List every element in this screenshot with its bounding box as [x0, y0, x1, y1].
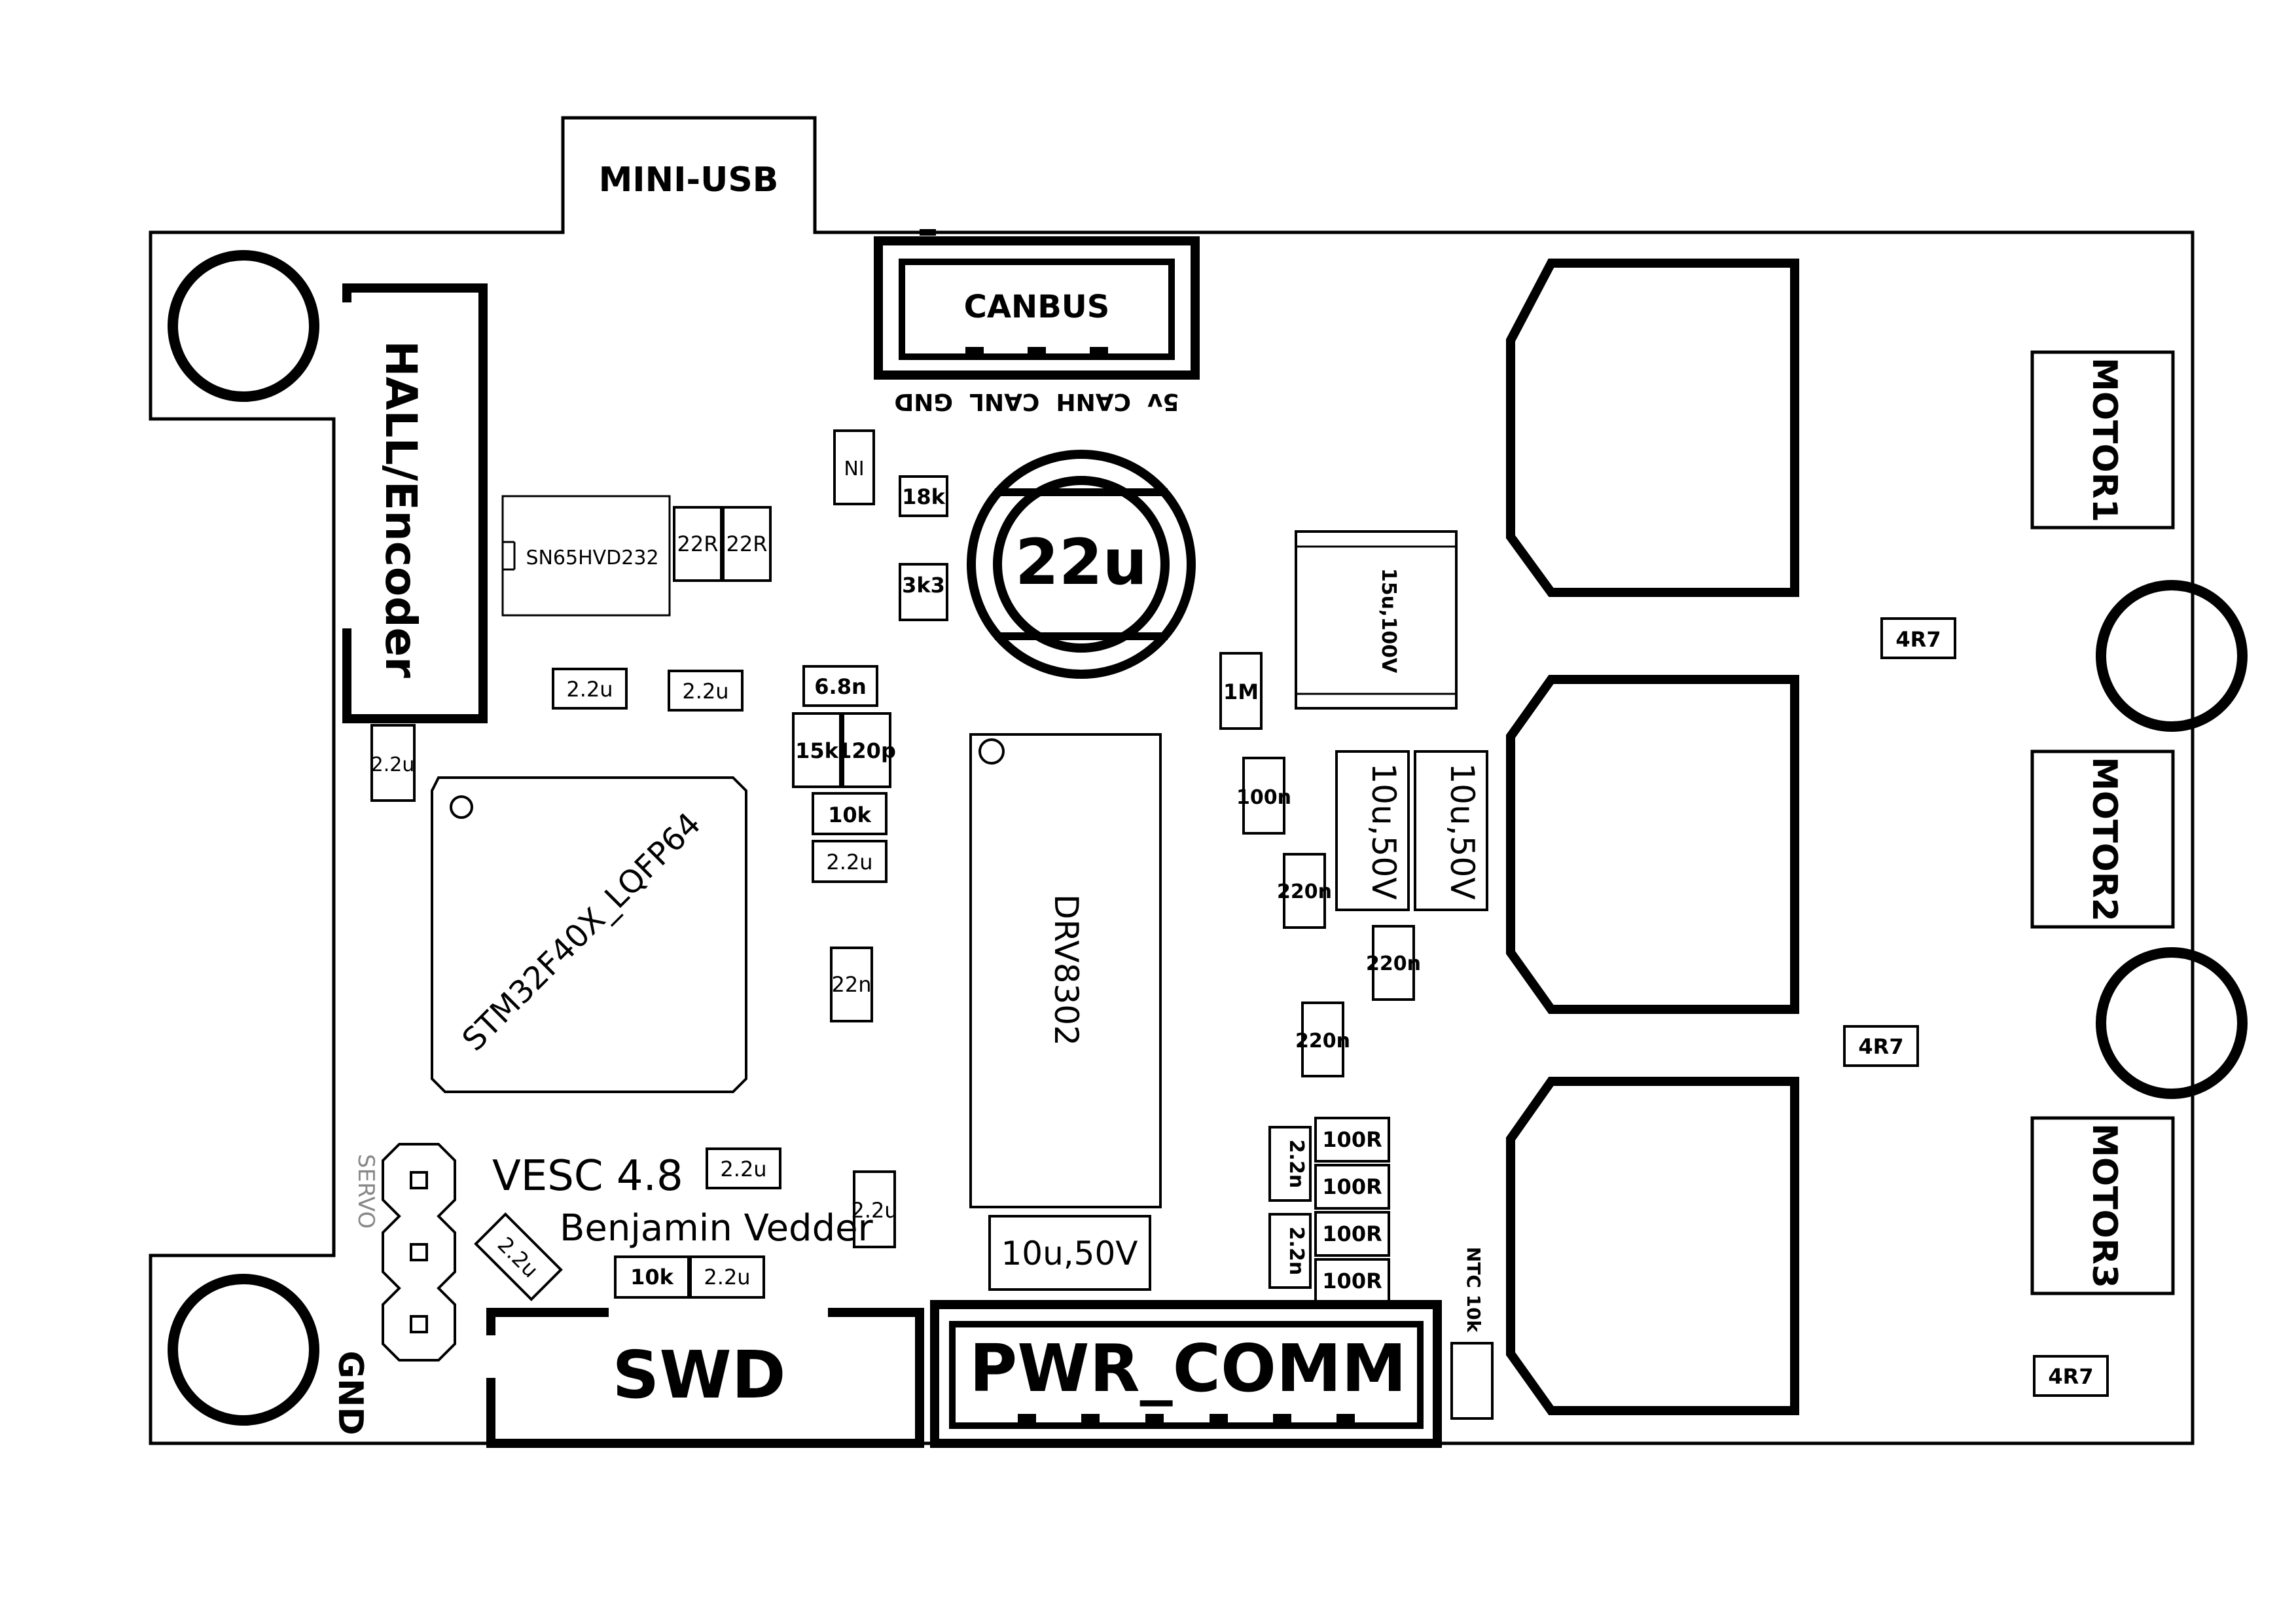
r100r-a-label: 100R: [1322, 1127, 1382, 1152]
motor3-label: MOTOR3: [2085, 1123, 2124, 1288]
c22u-4-label: 2.2u: [720, 1157, 766, 1182]
ntc-label: NTC 10k: [1463, 1247, 1484, 1333]
mini-usb-label: MINI-USB: [599, 160, 779, 200]
c22u-6-label: 2.2u: [704, 1265, 750, 1290]
r10k-b-label: 10k: [630, 1265, 674, 1290]
mounting-hole-bottom-left: [168, 1274, 319, 1426]
c10u50v-b-label: 10u,50V: [1443, 763, 1481, 899]
c22u-5-label: 2.2u: [851, 1198, 897, 1223]
pwr-comm-label: PWR_COMM: [969, 1330, 1407, 1407]
mcu-ic: STM32F40X_LQFP64: [431, 776, 747, 1093]
r10k-a-label: 10k: [828, 803, 872, 827]
bulk-capacitor: 22u: [967, 450, 1196, 679]
canbus-pin-labels: 5v CANH CANL GND: [894, 388, 1179, 415]
inductor: 15u,100V: [1295, 530, 1458, 710]
mosfet-pad-1: [1506, 259, 1799, 597]
motor2-label: MOTOR2: [2085, 757, 2124, 922]
r18k-label: 18k: [902, 484, 946, 509]
motor1-label: MOTOR1: [2085, 357, 2124, 522]
c220n-c-label: 220n: [1295, 1030, 1350, 1053]
ni-label: NI: [844, 458, 864, 480]
c22n-label: 22n: [832, 972, 872, 997]
passive-components: NI 18k 3k3 22R 22R 2.2u 2.2u 2.2u 6.8n 1…: [370, 429, 2109, 1420]
mini-usb-connector: MINI-USB: [599, 160, 779, 200]
c22n-a-label: 2.2n: [1285, 1140, 1308, 1189]
mosfet-pad-3: [1506, 1077, 1799, 1415]
c100n-label: 100n: [1236, 786, 1291, 809]
c10u50v-c-label: 10u,50V: [1001, 1235, 1138, 1272]
r1m-label: 1M: [1223, 679, 1259, 704]
r3k3-label: 3k3: [902, 573, 945, 598]
c68n-label: 6.8n: [814, 674, 866, 699]
r100r-b-label: 100R: [1322, 1174, 1382, 1199]
r15k-label: 15k: [795, 738, 839, 763]
c22u-1-label: 2.2u: [566, 677, 613, 702]
mounting-hole-top-left: [168, 250, 319, 402]
motor-connectors: MOTOR1 MOTOR2 MOTOR3: [2030, 350, 2175, 1295]
mounting-hole-motor-b: [2096, 947, 2248, 1099]
r4r7-c-label: 4R7: [2048, 1364, 2093, 1389]
mosfet-pad-2: [1506, 675, 1799, 1014]
r22r-a-label: 22R: [677, 532, 719, 556]
c22u-hall-label: 2.2u: [371, 753, 415, 776]
mosfet-pads: [1506, 259, 1799, 1415]
servo-label: SERVO: [353, 1154, 379, 1229]
swd-connector: SWD: [486, 1308, 924, 1448]
pwr-comm-connector: PWR_COMM: [930, 1300, 1442, 1448]
gate-driver-label: DRV8302: [1047, 894, 1085, 1046]
r22r-b-label: 22R: [726, 532, 768, 556]
r4r7-a-label: 4R7: [1895, 627, 1941, 652]
r4r7-b-label: 4R7: [1858, 1034, 1903, 1059]
mounting-hole-motor-a: [2096, 580, 2248, 732]
can-transceiver-ic: SN65HVD232: [501, 495, 671, 617]
canbus-connector: CANBUS 5v CANH CANL GND: [874, 229, 1200, 415]
r100r-d-label: 100R: [1322, 1269, 1382, 1293]
can-transceiver-label: SN65HVD232: [526, 547, 658, 569]
servo-header: SERVO GND: [331, 1143, 456, 1435]
c22u-3-label: 2.2u: [826, 850, 872, 875]
hall-encoder-label: HALL/Encoder: [376, 340, 426, 678]
mcu-label: STM32F40X_LQFP64: [456, 806, 708, 1058]
hall-encoder-connector: HALL/Encoder: [342, 283, 488, 723]
c220n-a-label: 220n: [1277, 880, 1332, 903]
bulk-capacitor-label: 22u: [1015, 526, 1147, 599]
inductor-label: 15u,100V: [1377, 568, 1400, 674]
c10u50v-a-label: 10u,50V: [1365, 763, 1403, 899]
c220n-b-label: 220n: [1366, 952, 1421, 975]
c22u-rot-label: 2.2u: [493, 1232, 543, 1282]
r100r-c-label: 100R: [1322, 1221, 1382, 1246]
board-author: Benjamin Vedder: [560, 1207, 874, 1250]
gate-driver-ic: DRV8302: [969, 733, 1162, 1208]
gnd-label: GND: [331, 1350, 370, 1435]
c22n-b-label: 2.2n: [1285, 1227, 1308, 1276]
swd-label: SWD: [612, 1337, 785, 1413]
c22u-2-label: 2.2u: [682, 679, 728, 704]
board-title: VESC 4.8: [492, 1152, 683, 1200]
c120p-label: 120p: [837, 738, 896, 763]
canbus-label: CANBUS: [964, 289, 1110, 325]
